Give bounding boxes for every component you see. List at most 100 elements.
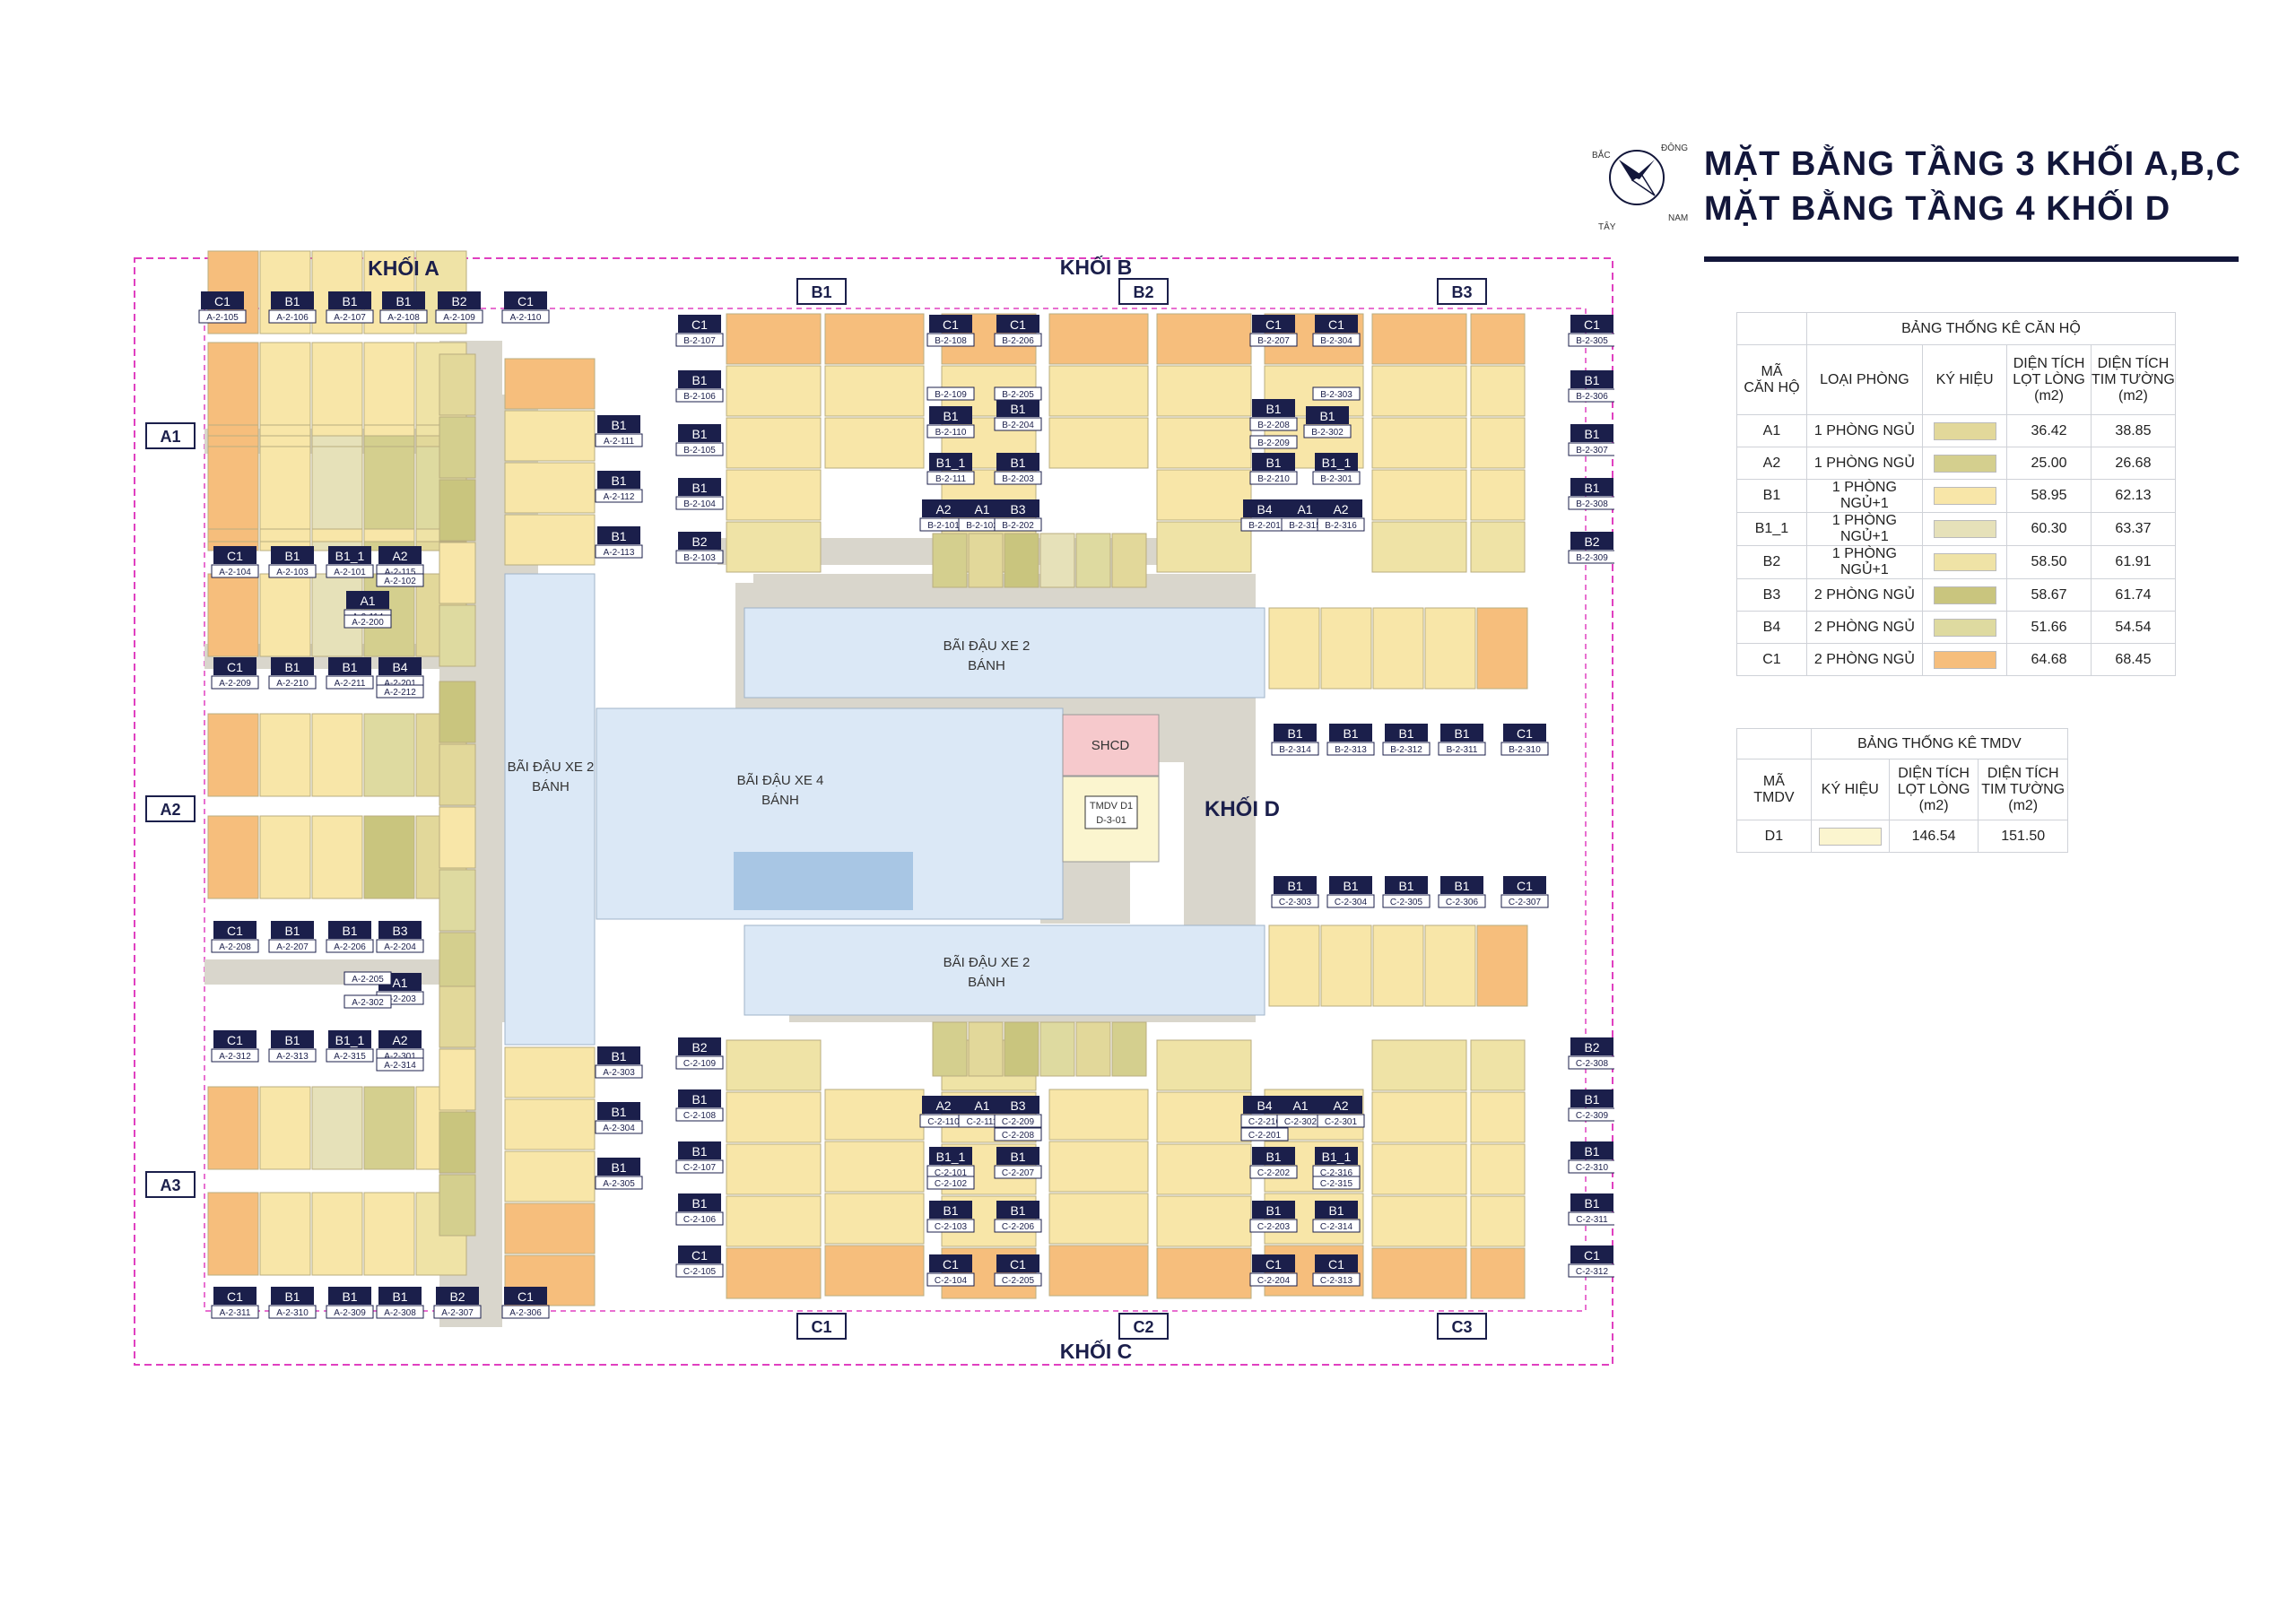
unit-type-tag-box — [996, 499, 1039, 517]
unit-type-tag: B1 — [611, 473, 626, 488]
unit-code: B-2-303 — [1320, 390, 1352, 400]
apartment-unit — [1372, 607, 1424, 690]
unit-code: B-2-204 — [1002, 421, 1034, 430]
unit-type-tag-box — [201, 291, 244, 309]
unit-code-box — [1271, 894, 1319, 908]
unit-code: C-2-201 — [1248, 1131, 1282, 1141]
page-title-line1: MẶT BẰNG TẦNG 3 KHỐI A,B,C — [1704, 145, 2241, 183]
unit-type-tag-box — [436, 1287, 479, 1305]
unit-type-tag-box — [922, 1096, 965, 1114]
apartment-unit — [439, 1111, 476, 1174]
unit-code: B-2-210 — [1257, 474, 1290, 484]
apartment-unit — [1320, 607, 1372, 690]
unit-code: A-2-113 — [604, 548, 635, 558]
apartment-unit — [726, 469, 822, 521]
unit-code-box — [268, 1048, 317, 1063]
apartment-table-title: BẢNG THỐNG KÊ CĂN HỘ — [1805, 312, 2177, 345]
unit-type-tag-box — [1252, 453, 1295, 471]
unit-type-tag: B1 — [284, 549, 300, 563]
unit-type-tag: B1 — [691, 373, 707, 387]
apartment-unit — [1268, 924, 1320, 1007]
unit-code-box — [376, 1057, 424, 1072]
header-tmdv-lot-long: DIỆN TÍCH LỌT LÒNG (m2) — [1888, 759, 1979, 820]
unit-type-tag: B1 — [1287, 879, 1302, 893]
unit-code-box — [1568, 496, 1614, 510]
apartment-type: 2 PHÒNG NGỦ — [1805, 578, 1923, 612]
unit-type-tag-box — [996, 1201, 1039, 1219]
unit-code-box — [1312, 386, 1361, 401]
unit-type-tag-box — [1274, 724, 1317, 742]
apartment-unit — [726, 521, 822, 573]
unit-code: C-2-301 — [1325, 1117, 1358, 1127]
unit-code: B-2-205 — [1002, 390, 1034, 400]
compass-rose-icon — [1609, 150, 1665, 205]
apartment-unit — [1156, 313, 1252, 365]
unit-type-tag: B1 — [1265, 1150, 1281, 1164]
tmdv-stats-table: BẢNG THỐNG KÊ TMDV MÃ TMDV KÝ HIỆU DIỆN … — [1736, 728, 2069, 853]
wing-tag: C2 — [1133, 1318, 1153, 1336]
apartment-unit — [504, 514, 596, 566]
unit-type-tag-box — [378, 921, 422, 939]
unit-code: C-2-313 — [1320, 1276, 1353, 1286]
unit-type-tag: C1 — [1010, 317, 1026, 332]
unit-type-tag-box — [1252, 1254, 1295, 1272]
apartment-unit — [1048, 1141, 1149, 1193]
unit-code-box — [994, 386, 1042, 401]
unit-code: B-2-302 — [1311, 428, 1344, 438]
unit-code: B-2-312 — [1390, 745, 1422, 755]
unit-type-tag-box — [1570, 315, 1613, 333]
apartment-swatch — [1921, 414, 2008, 447]
unit-type-tag: B1_1 — [335, 549, 365, 563]
unit-type-tag-box — [678, 1245, 721, 1263]
unit-type-tag-box — [271, 1287, 314, 1305]
unit-type-tag-box — [929, 453, 972, 471]
unit-type-tag: B1 — [284, 1033, 300, 1047]
unit-type-tag: B1 — [1287, 726, 1302, 741]
unit-code: A-2-205 — [352, 975, 384, 985]
wing-tag: B2 — [1133, 283, 1153, 301]
unit-type-tag: B1 — [342, 1289, 357, 1304]
apartment-unit — [1470, 417, 1526, 469]
apartment-unit — [504, 1098, 596, 1150]
unit-code: B-2-105 — [683, 446, 716, 456]
apartment-unit — [439, 1048, 476, 1111]
unit-type-tag: B1 — [1010, 402, 1025, 416]
unit-type-tag-box — [678, 424, 721, 442]
wing-tag-box — [1118, 278, 1169, 305]
unit-code-box — [1326, 894, 1375, 908]
unit-type-tag-box — [1570, 1193, 1613, 1211]
unit-type-tag: B1 — [342, 294, 357, 308]
unit-code: A-2-310 — [276, 1308, 309, 1318]
unit-type-tag-box — [1570, 478, 1613, 496]
apartment-unit — [1004, 1021, 1039, 1077]
unit-code-box — [344, 614, 392, 629]
unit-code-box — [675, 1055, 724, 1070]
unit-type-tag-box — [1329, 876, 1372, 894]
unit-type-tag-box — [1315, 1201, 1358, 1219]
unit-type-tag-box — [1315, 453, 1358, 471]
unit-code: B-2-102 — [966, 521, 998, 531]
unit-type-tag: B2 — [449, 1289, 465, 1304]
apartment-unit — [207, 815, 259, 899]
unit-type-tag: C1 — [1010, 1257, 1026, 1271]
apartment-unit — [439, 743, 476, 806]
unit-code: C-2-316 — [1320, 1168, 1353, 1178]
apartment-unit — [1470, 365, 1526, 417]
unit-code: A-2-312 — [219, 1052, 251, 1062]
apartment-code: B2 — [1736, 545, 1807, 579]
unit-type-tag-box — [328, 546, 371, 564]
unit-type-tag-box — [271, 657, 314, 675]
apartment-unit — [1156, 469, 1252, 521]
color-swatch — [1933, 520, 1996, 538]
apartment-unit — [726, 1143, 822, 1195]
unit-type-tag-box — [1252, 399, 1295, 417]
parking-label: BÁNH — [761, 793, 799, 808]
unit-type-tag: B1 — [611, 1105, 626, 1119]
unit-type-tag: B1 — [691, 427, 707, 441]
unit-code-box — [675, 333, 724, 347]
unit-code: C-2-209 — [1002, 1117, 1035, 1127]
unit-code-box — [675, 442, 724, 456]
unit-code-box — [1249, 1165, 1298, 1179]
